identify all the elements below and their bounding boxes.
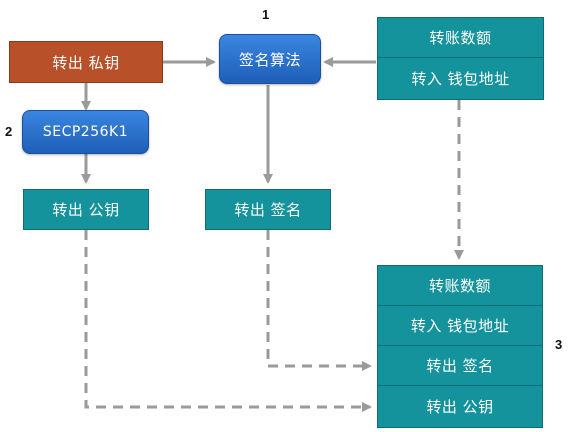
output-pubkey-cell: 转出 公钥 (378, 386, 542, 426)
step-number-1: 1 (262, 7, 270, 22)
private-key-label: 转出 私钥 (52, 53, 120, 72)
output-address-label: 转入 钱包地址 (410, 317, 510, 335)
arrow-pubkey-to-output (84, 230, 372, 412)
output-amount-cell: 转账数额 (378, 266, 542, 306)
input-address-label: 转入 钱包地址 (411, 69, 510, 88)
signature-box: 转出 签名 (205, 189, 331, 230)
sign-algorithm-label: 签名算法 (238, 50, 301, 69)
input-stack: 转账数额 转入 钱包地址 (377, 17, 544, 100)
output-amount-label: 转账数额 (428, 277, 491, 295)
output-signature-cell: 转出 签名 (378, 346, 542, 386)
input-address-cell: 转入 钱包地址 (378, 58, 543, 98)
signature-label: 转出 签名 (234, 201, 302, 219)
secp256k1-box: SECP256K1 (22, 110, 149, 154)
step-number-3: 3 (555, 337, 563, 352)
pubkey-label: 转出 公钥 (52, 201, 120, 219)
secp256k1-label: SECP256K1 (42, 124, 129, 140)
output-stack: 转账数额 转入 钱包地址 转出 签名 转出 公钥 (377, 265, 543, 428)
output-pubkey-label: 转出 公钥 (426, 397, 494, 416)
input-amount-label: 转账数额 (429, 29, 492, 47)
output-signature-label: 转出 签名 (426, 357, 494, 375)
arrow-signature-to-output (266, 230, 372, 371)
input-amount-cell: 转账数额 (378, 18, 543, 58)
sign-algorithm-box: 签名算法 (219, 34, 321, 84)
private-key-box: 转出 私钥 (9, 41, 163, 83)
step-number-2: 2 (5, 124, 13, 139)
pubkey-box: 转出 公钥 (23, 189, 149, 230)
output-address-cell: 转入 钱包地址 (378, 306, 542, 346)
